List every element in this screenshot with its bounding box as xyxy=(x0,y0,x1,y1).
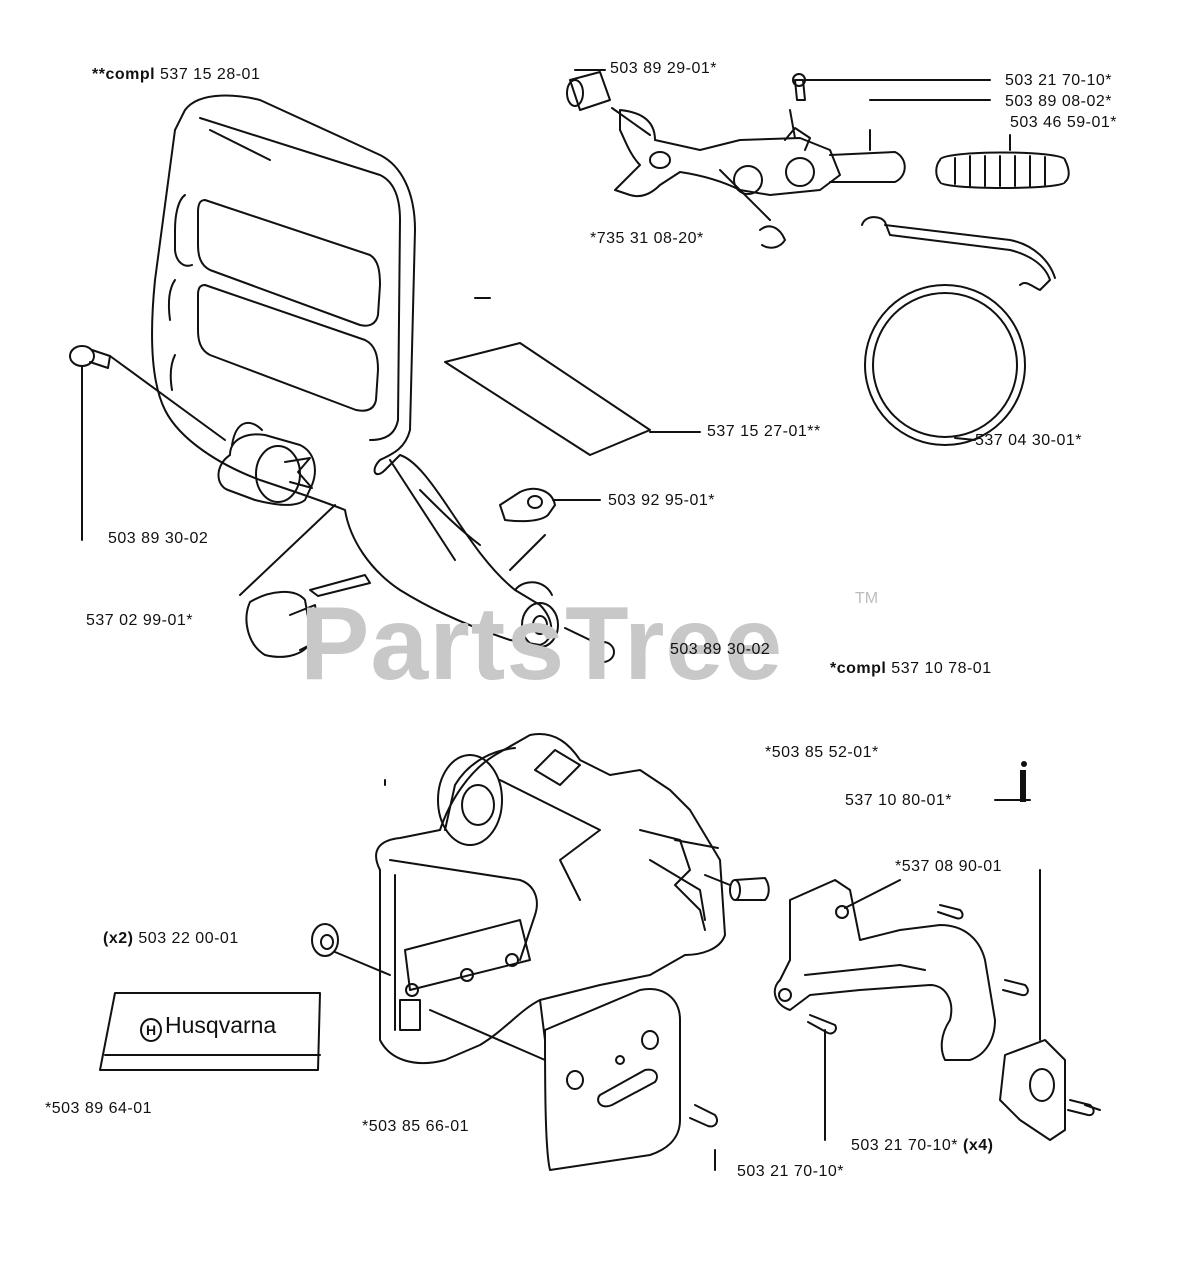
compl-prefix: *compl xyxy=(830,660,887,677)
part-label-503-89-30-right: 503 89 30-02 xyxy=(670,641,771,658)
part-label-503-89-30-left: 503 89 30-02 xyxy=(108,530,209,547)
part-number: 503 21 70-10* xyxy=(851,1137,959,1154)
part-label-503-21-70-top: 503 21 70-10* xyxy=(1005,72,1113,89)
part-label-503-89-64: *503 89 64-01 xyxy=(45,1100,153,1117)
compl-prefix: **compl xyxy=(92,66,156,83)
guide-plate-part xyxy=(429,988,718,1171)
quantity-badge: (x4) xyxy=(962,1137,994,1154)
tensioner-part xyxy=(999,869,1101,1141)
hand-guard-part xyxy=(69,94,615,663)
part-label-503-85-52: *503 85 52-01* xyxy=(765,744,879,761)
part-label-537-15-27: 537 15 27-01** xyxy=(707,423,821,440)
part-label-503-92-95: 503 92 95-01* xyxy=(608,492,716,509)
part-number: 537 10 78-01 xyxy=(891,660,992,677)
husqvarna-decal-part xyxy=(99,992,321,1071)
part-label-735-31-08: *735 31 08-20* xyxy=(590,230,704,247)
part-label-503-21-70-x4: 503 21 70-10* (x4) xyxy=(851,1137,993,1155)
part-label-537-08-90: *537 08 90-01 xyxy=(895,858,1003,875)
wrench-icon xyxy=(1020,770,1026,802)
assembly-label-brake: *compl 537 10 78-01 xyxy=(830,660,992,678)
logo-text: Husqvarna xyxy=(165,1012,277,1038)
part-label-537-04-30: 537 04 30-01* xyxy=(975,432,1083,449)
brake-band-part xyxy=(861,216,1056,446)
part-label-503-46-59: 503 46 59-01* xyxy=(1010,114,1118,131)
quantity-badge: (x2) xyxy=(103,930,134,947)
part-label-537-10-80: 537 10 80-01* xyxy=(845,792,953,809)
part-number: 537 15 28-01 xyxy=(160,66,261,83)
part-label-537-02-99: 537 02 99-01* xyxy=(86,612,194,629)
part-label-503-89-08: 503 89 08-02* xyxy=(1005,93,1113,110)
clutch-cover-part xyxy=(311,733,770,1065)
part-label-503-21-70-bottom: 503 21 70-10* xyxy=(737,1163,845,1180)
part-label-503-22-00: (x2) 503 22 00-01 xyxy=(103,930,239,948)
chain-guard-part xyxy=(773,879,1029,1141)
decal-part xyxy=(444,297,701,456)
brake-lever-part xyxy=(566,69,1070,249)
part-label-503-85-66: *503 85 66-01 xyxy=(362,1118,470,1135)
part-label-503-89-29: 503 89 29-01* xyxy=(610,60,718,77)
part-number: 503 22 00-01 xyxy=(138,930,239,947)
crown-icon: H xyxy=(140,1018,162,1042)
watermark-trademark: TM xyxy=(855,590,879,607)
watermark: PartsTree xyxy=(300,586,784,702)
assembly-label-hand-guard: **compl 537 15 28-01 xyxy=(92,66,260,84)
